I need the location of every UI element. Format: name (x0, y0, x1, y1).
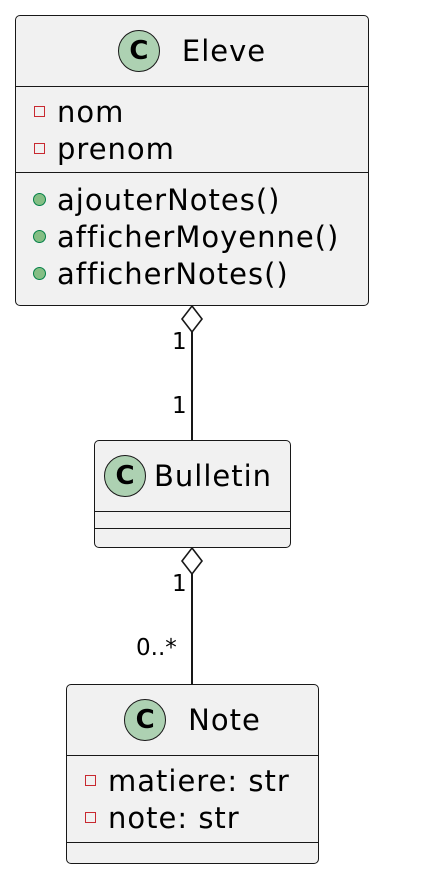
attribute-row: nom (16, 93, 368, 130)
attribute-label: note: str (108, 800, 240, 835)
class-eleve-header: C Eleve (16, 16, 368, 86)
class-bulletin-header: C Bulletin (95, 441, 290, 511)
method-row: afficherMoyenne() (16, 218, 368, 255)
attribute-row: matiere: str (67, 762, 318, 799)
public-visibility-icon (33, 267, 46, 280)
aggregation-diamond-eleve (180, 304, 204, 334)
attribute-label: prenom (57, 131, 175, 166)
class-divider (95, 511, 290, 512)
class-note-attributes: matiere: str note: str (67, 756, 318, 842)
private-visibility-icon (85, 775, 96, 786)
public-visibility-icon (33, 193, 46, 206)
method-label: ajouterNotes() (57, 182, 281, 217)
method-label: afficherMoyenne() (57, 219, 340, 254)
class-eleve-name: Eleve (181, 34, 267, 68)
aggregation-diamond-bulletin (180, 546, 204, 576)
attribute-label: matiere: str (108, 763, 290, 798)
attribute-row: prenom (16, 130, 368, 167)
class-icon: C (104, 455, 146, 497)
class-note-header: C Note (67, 685, 318, 755)
class-divider (16, 172, 368, 173)
private-visibility-icon (85, 812, 96, 823)
attribute-label: nom (57, 94, 125, 129)
private-visibility-icon (34, 143, 45, 154)
class-divider (67, 755, 318, 756)
class-eleve-methods: ajouterNotes() afficherMoyenne() affiche… (16, 173, 368, 292)
public-visibility-icon (33, 230, 46, 243)
relation-eleve-bulletin (180, 304, 204, 440)
relation-bulletin-note (180, 546, 204, 684)
method-row: ajouterNotes() (16, 181, 368, 218)
class-divider (95, 528, 290, 529)
class-icon: C (124, 699, 167, 741)
class-eleve-attributes: nom prenom (16, 87, 368, 172)
multiplicity-note-side: 0..* (136, 635, 177, 661)
class-note[interactable]: C Note matiere: str note: str (66, 684, 319, 864)
method-row: afficherNotes() (16, 255, 368, 292)
class-eleve[interactable]: C Eleve nom prenom ajouterNotes() affich… (15, 15, 369, 306)
class-note-name: Note (188, 703, 261, 737)
class-bulletin[interactable]: C Bulletin (94, 440, 291, 548)
class-bulletin-name: Bulletin (154, 459, 273, 493)
attribute-row: note: str (67, 799, 318, 836)
multiplicity-bulletin-note-source: 1 (172, 571, 187, 597)
class-divider (67, 842, 318, 843)
method-label: afficherNotes() (57, 256, 289, 291)
multiplicity-bulletin-side: 1 (172, 393, 187, 419)
multiplicity-eleve-side: 1 (172, 329, 187, 355)
class-bulletin-attributes (95, 512, 290, 528)
class-divider (16, 86, 368, 87)
class-icon: C (117, 30, 160, 72)
private-visibility-icon (34, 106, 45, 117)
